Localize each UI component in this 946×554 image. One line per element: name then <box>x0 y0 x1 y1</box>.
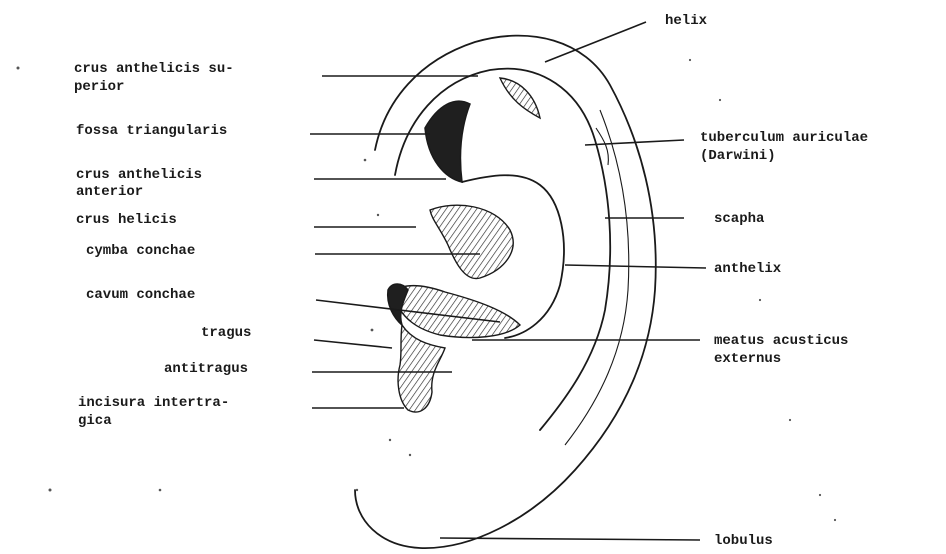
darwin-tubercle <box>596 128 608 165</box>
label-crus-helicis: crus helicis <box>76 212 177 228</box>
label-crus-anterior: crus anthelicis <box>76 167 202 183</box>
label-crus-anterior-cont: anterior <box>76 184 143 200</box>
label-fossa-triangularis: fossa triangularis <box>76 123 227 139</box>
fossa-triangularis-shape <box>425 101 470 182</box>
label-lobulus: lobulus <box>714 533 773 549</box>
cymba-conchae-shape <box>430 205 513 278</box>
label-incisura: incisura intertra- <box>78 395 229 411</box>
label-incisura-cont: gica <box>78 413 112 429</box>
label-meatus: meatus acusticus <box>714 333 848 349</box>
label-tuberculum-cont: (Darwini) <box>700 148 776 164</box>
crus-superior-shade <box>500 78 540 118</box>
leader-lines <box>310 22 706 540</box>
label-tragus: tragus <box>201 325 251 341</box>
label-crus-superior: crus anthelicis su- <box>74 61 234 77</box>
leader-lobulus <box>440 538 700 540</box>
label-anthelix: anthelix <box>714 261 782 277</box>
label-crus-superior-cont: perior <box>74 79 124 95</box>
label-tuberculum: tuberculum auriculae <box>700 130 868 146</box>
labels: helix crus anthelicis su- perior fossa t… <box>74 13 868 549</box>
leader-tragus <box>314 340 392 348</box>
label-antitragus: antitragus <box>164 361 248 377</box>
label-helix: helix <box>665 13 708 29</box>
scapha-line <box>565 110 629 445</box>
label-cymba-conchae: cymba conchae <box>86 243 195 259</box>
tragus-antitragus-shape <box>398 325 445 412</box>
label-meatus-cont: externus <box>714 351 781 367</box>
leader-anthelix <box>565 265 706 268</box>
label-cavum-conchae: cavum conchae <box>86 287 195 303</box>
label-scapha: scapha <box>714 211 765 227</box>
